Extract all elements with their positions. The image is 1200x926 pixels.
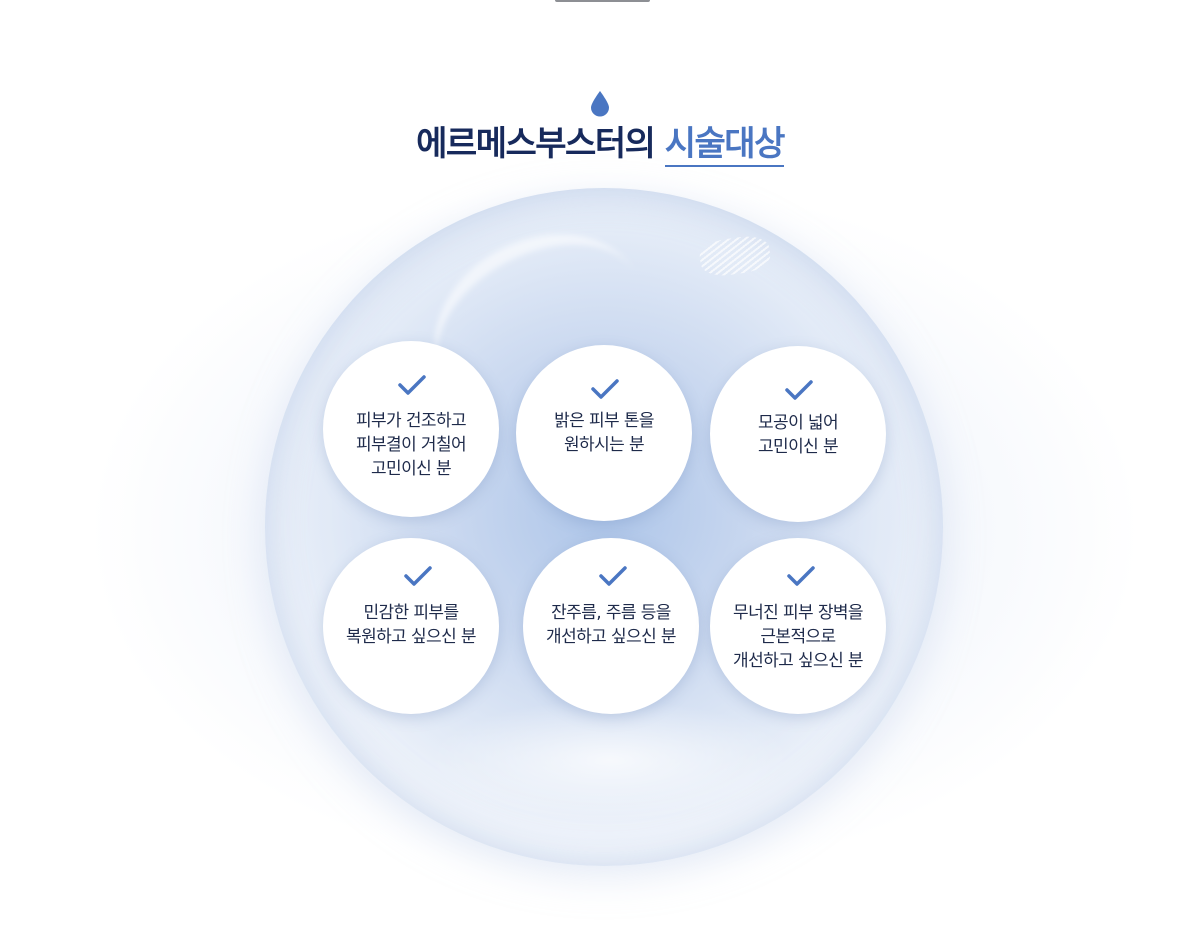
- target-text: 잔주름, 주름 등을 개선하고 싶으신 분: [546, 603, 677, 647]
- water-drop-icon: [591, 91, 609, 117]
- target-text: 민감한 피부를 복원하고 싶으신 분: [346, 603, 477, 647]
- target-text: 무너진 피부 장벽을 근본적으로 개선하고 싶으신 분: [733, 603, 864, 671]
- bubble-glow: [430, 700, 790, 820]
- target-item: 모공이 넓어 고민이신 분: [710, 346, 886, 522]
- target-text: 밝은 피부 톤을 원하시는 분: [554, 411, 654, 455]
- target-text: 피부가 건조하고 피부결이 거칠어 고민이신 분: [355, 411, 467, 479]
- section-title-accent: 시술대상: [664, 124, 785, 167]
- target-text: 모공이 넓어 고민이신 분: [757, 413, 839, 457]
- target-item: 민감한 피부를 복원하고 싶으신 분: [323, 538, 499, 714]
- section-title: 에르메스부스터의 시술대상: [0, 122, 1200, 167]
- target-item: 피부가 건조하고 피부결이 거칠어 고민이신 분: [323, 341, 499, 517]
- check-icon: [398, 375, 426, 395]
- check-icon: [787, 566, 815, 586]
- target-item: 밝은 피부 톤을 원하시는 분: [516, 345, 692, 521]
- check-icon: [591, 379, 619, 399]
- check-icon: [599, 566, 627, 586]
- check-icon: [785, 380, 813, 400]
- previous-section-fragment: [555, 0, 650, 4]
- target-item: 무너진 피부 장벽을 근본적으로 개선하고 싶으신 분: [710, 538, 886, 714]
- check-icon: [404, 566, 432, 586]
- section-title-main: 에르메스부스터의: [416, 124, 656, 164]
- target-item: 잔주름, 주름 등을 개선하고 싶으신 분: [523, 538, 699, 714]
